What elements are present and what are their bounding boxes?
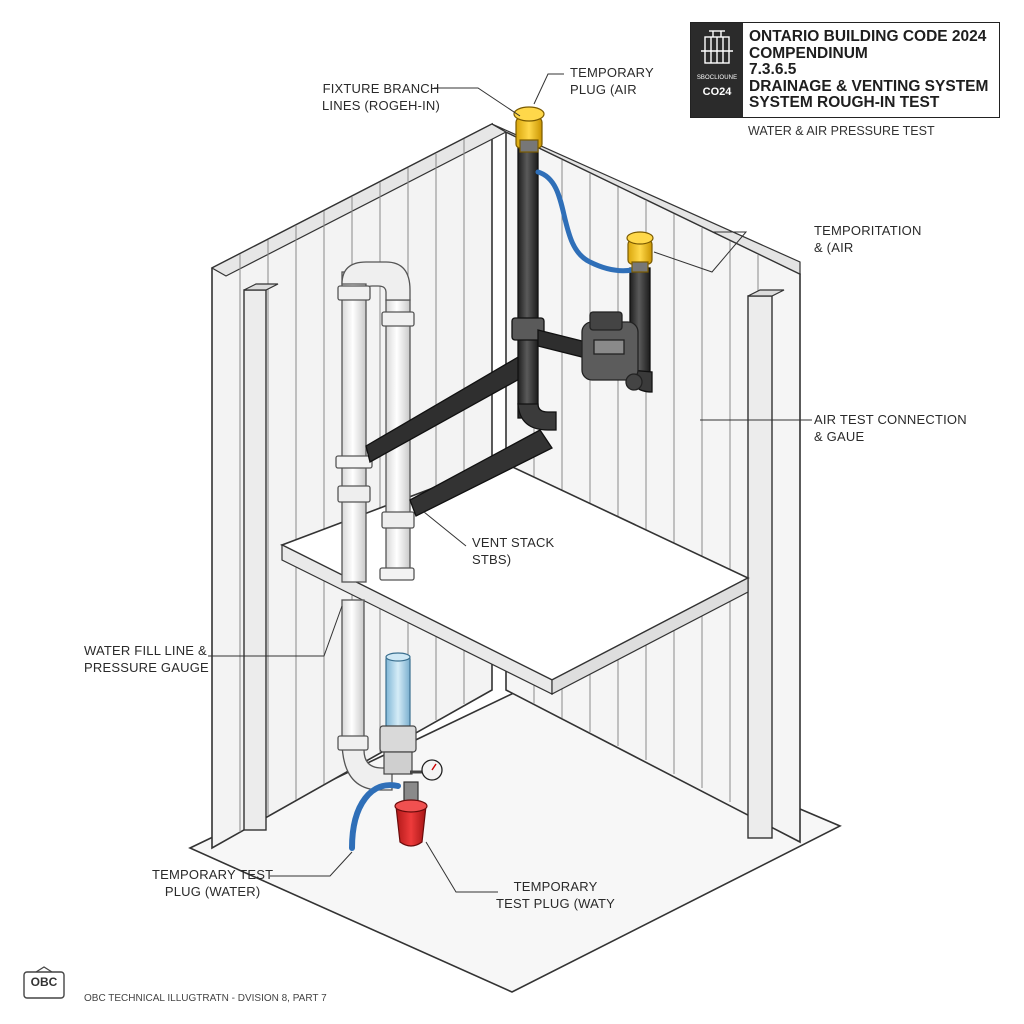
label-temp-plug-line1: TEMPORARY — [570, 65, 654, 80]
temporary-plug-air-right — [626, 231, 654, 273]
label-water-fill-line1: WATER FILL LINE & — [84, 643, 207, 658]
label-air-test-line2: & GAUE — [814, 429, 865, 444]
badge-caption: SBOCLIOUNE — [696, 75, 738, 81]
temporary-test-plug-water — [394, 781, 428, 847]
title-subtitle: WATER & AIR PRESSURE TEST — [748, 124, 935, 138]
label-fixture-branch-line1: FIXTURE BRANCH — [322, 81, 440, 96]
label-air-test-connection: AIR TEST CONNECTION & GAUE — [814, 411, 967, 445]
pvc-drain-lower — [337, 599, 393, 791]
label-fixture-branch: FIXTURE BRANCH LINES (ROGEH-IN) — [322, 80, 440, 114]
water-fill-hose — [349, 782, 401, 851]
code-badge: SBOCLIOUNE CO24 — [691, 23, 743, 117]
temporary-plug-air-top — [513, 106, 545, 153]
label-air-test-line1: AIR TEST CONNECTION — [814, 412, 967, 427]
air-hose — [535, 169, 635, 274]
label-vent-stack: VENT STACK STBS) — [472, 534, 554, 568]
obc-logo-text: OBC — [30, 975, 58, 989]
building-icon — [701, 30, 733, 64]
label-fixture-branch-line2: LINES (ROGEH-IN) — [322, 98, 441, 113]
title-text: ONTARIO BUILDING CODE 2024 COMPENDINUM 7… — [749, 28, 989, 112]
abs-branch-lines — [365, 147, 653, 517]
pressure-gauge — [410, 759, 443, 781]
title-line-2: COMPENDINUM — [749, 44, 868, 62]
leader-lines — [208, 73, 812, 893]
label-water-fill-line: WATER FILL LINE & PRESSURE GAUGE — [84, 642, 209, 676]
title-line-4: DRAINAGE & VENTING SYSTEM — [749, 77, 989, 95]
label-temporitation-air: TEMPORITATION & (AIR — [814, 222, 922, 256]
water-sight-tube — [379, 652, 417, 775]
label-temporary-test-plug-water-bottom: TEMPORARY TEST PLUG (WATY — [496, 878, 615, 912]
label-temporitation-line1: TEMPORITATION — [814, 223, 922, 238]
title-line-1: ONTARIO BUILDING CODE 2024 — [749, 28, 987, 45]
footer-caption: OBC TECHNICAL ILLUGTRATN - DVISION 8, PA… — [84, 993, 327, 1004]
label-vent-stack-line2: STBS) — [472, 552, 512, 567]
label-test-plug-bottom-line1: TEMPORARY — [513, 879, 598, 894]
label-temporary-plug-air-top: TEMPORARY PLUG (AIR — [570, 64, 654, 98]
label-vent-stack-line1: VENT STACK — [472, 535, 555, 550]
badge-year: CO24 — [702, 86, 732, 98]
title-line-3: 7.3.6.5 — [749, 61, 797, 78]
title-line-5: SYSTEM ROUGH-IN TEST — [749, 94, 940, 111]
label-water-fill-line2: PRESSURE GAUGE — [84, 660, 209, 675]
label-test-plug-bottom-line2: TEST PLUG (WATY — [496, 896, 616, 911]
label-temporitation-line2: & (AIR — [814, 240, 854, 255]
air-test-compressor — [581, 311, 643, 391]
label-test-plug-left-line2: PLUG (WATER) — [164, 884, 261, 899]
label-test-plug-left-line1: TEMPORARY TEST — [152, 867, 274, 882]
label-temporary-test-plug-water-left: TEMPORARY TEST PLUG (WATER) — [152, 866, 273, 900]
title-block: SBOCLIOUNE CO24 ONTARIO BUILDING CODE 20… — [690, 22, 1000, 118]
obc-logo-icon — [23, 966, 65, 999]
label-temp-plug-line2: PLUG (AIR — [570, 82, 637, 97]
